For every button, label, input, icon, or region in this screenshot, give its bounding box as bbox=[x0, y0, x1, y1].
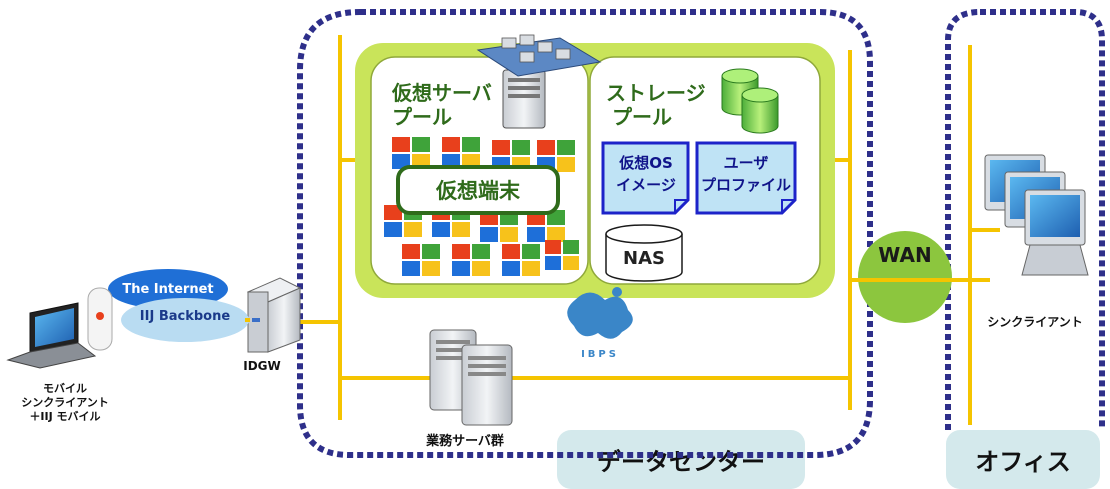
wan-node bbox=[858, 231, 952, 323]
virtual-terminal-box bbox=[396, 165, 560, 215]
user-profile-line2: プロファイル bbox=[701, 176, 791, 194]
storage-cylinder-icon bbox=[721, 68, 779, 134]
storage-pool-title-line2: プール bbox=[612, 105, 672, 129]
mobile-label-line3: ＋IIJ モバイル bbox=[29, 410, 100, 423]
wan-label: WAN bbox=[878, 243, 931, 267]
office-label: オフィス bbox=[975, 448, 1071, 476]
vserver-pool-title-line2: プール bbox=[392, 105, 452, 129]
nas-label: NAS bbox=[623, 248, 665, 269]
vserver-pool-title-line1: 仮想サーバ bbox=[391, 81, 492, 105]
office-label-tab bbox=[946, 430, 1100, 489]
os-image-line2: イメージ bbox=[616, 176, 676, 194]
gateway-label: IDGW bbox=[243, 359, 281, 373]
mobile-label-line2: シンクライアント bbox=[21, 396, 109, 409]
mobile-laptop-icon bbox=[6, 302, 97, 369]
ibps-logo-icon bbox=[567, 287, 633, 339]
os-image-line1: 仮想OS bbox=[618, 154, 673, 172]
nas-cylinder-icon bbox=[605, 224, 683, 282]
datacenter-label-tab bbox=[557, 430, 805, 489]
mobile-data-card-icon bbox=[87, 287, 113, 351]
virtual-terminal-label: 仮想端末 bbox=[435, 179, 521, 203]
backbone-label: IIJ Backbone bbox=[140, 309, 231, 324]
mobile-label-line1: モバイル bbox=[43, 382, 87, 395]
virtualization-server-icon bbox=[476, 34, 602, 129]
datacenter-zone-border bbox=[297, 9, 873, 458]
storage-pool-title-line1: ストレージ bbox=[606, 81, 706, 105]
user-profile-line1: ユーザ bbox=[724, 154, 769, 172]
backbone-cloud bbox=[121, 298, 249, 342]
gateway-server-icon bbox=[246, 277, 302, 353]
business-servers-label: 業務サーバ群 bbox=[425, 433, 504, 449]
user-profile-document-icon bbox=[695, 141, 797, 215]
internet-label: The Internet bbox=[122, 282, 213, 297]
os-image-document-icon bbox=[601, 141, 690, 215]
ibps-label: IBPS bbox=[581, 349, 619, 360]
office-zone-border bbox=[945, 9, 1105, 430]
office-thin-clients-icon bbox=[984, 154, 1089, 276]
business-servers-icon bbox=[429, 329, 513, 426]
office-clients-label: シンクライアント bbox=[987, 315, 1083, 329]
